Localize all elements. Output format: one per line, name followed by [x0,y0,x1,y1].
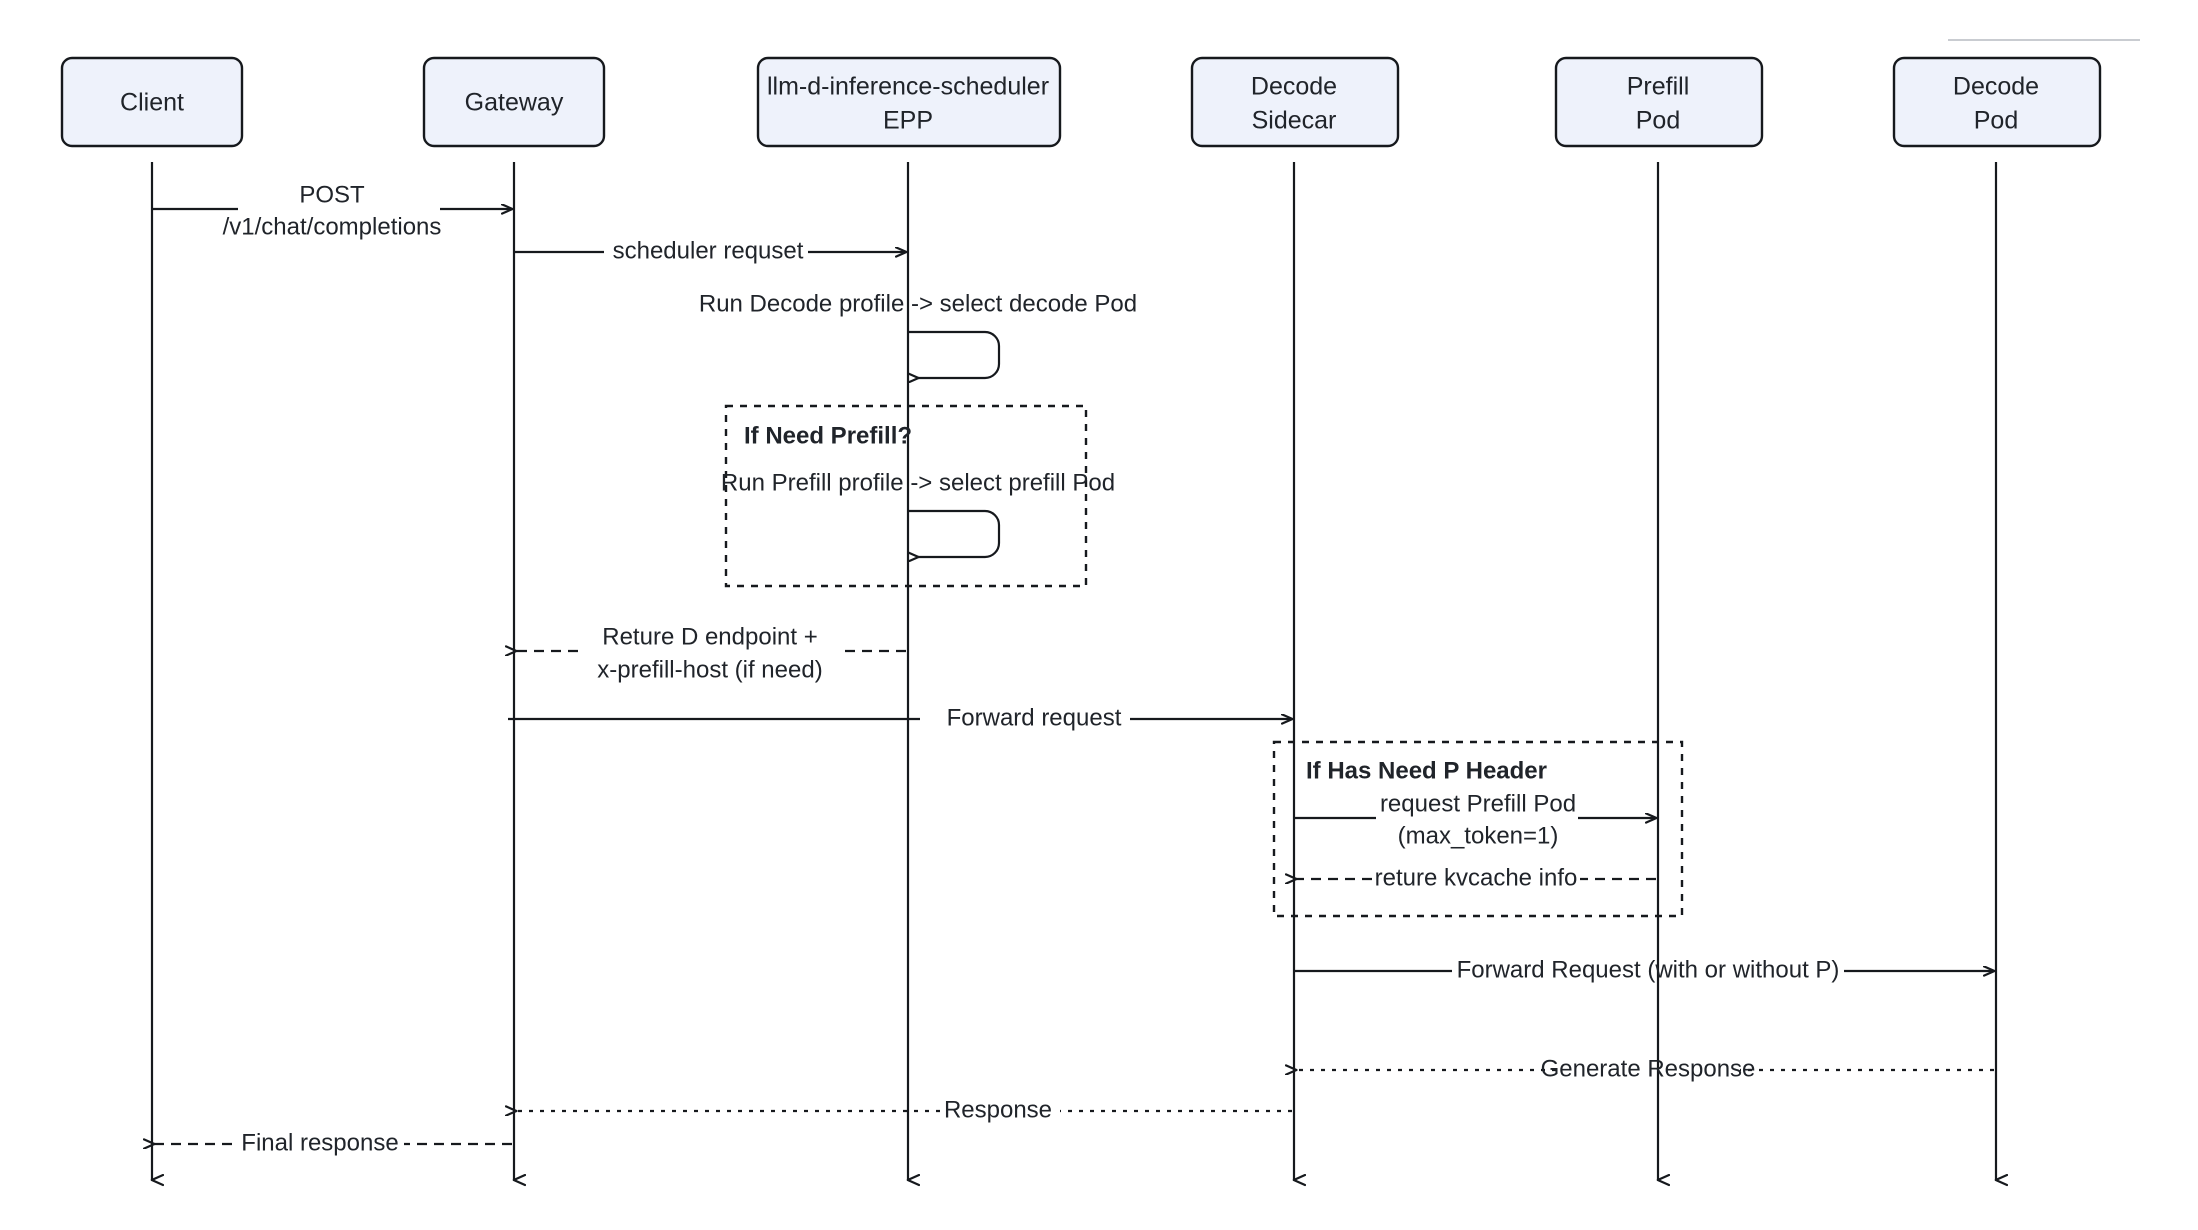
message-request-prefill-pod[interactable]: request Prefill Pod (max_token=1) [1294,790,1656,849]
actor-label-decode-sidecar-line2: Sidecar [1252,107,1337,135]
actor-gateway[interactable]: Gateway [422,56,606,148]
actor-label-gateway: Gateway [465,89,564,117]
message-label-post-line1: POST [299,181,365,208]
actor-decode-sidecar[interactable]: Decode Sidecar [1190,56,1400,148]
actor-label-prefill-pod-line1: Prefill [1627,73,1690,101]
fragment-title-if-has-need-p-header: If Has Need P Header [1306,757,1547,784]
message-self-loop-decode [908,330,1001,378]
actor-box-prefill-pod[interactable] [1554,56,1764,148]
message-label-forward-request-with-p: Forward Request (with or without P) [1457,956,1840,983]
fragment-if-need-prefill: If Need Prefill? Run Prefill profile -> … [721,404,1115,588]
actor-box-client[interactable] [60,56,244,148]
message-forward-request-with-p[interactable]: Forward Request (with or without P) [1294,956,1994,983]
message-label-request-prefill-pod-line2: (max_token=1) [1398,822,1559,849]
actor-label-decode-pod-line1: Decode [1953,73,2039,101]
actor-label-prefill-pod-line2: Pod [1636,107,1680,135]
message-return-kvcache-info[interactable]: reture kvcache info [1296,864,1656,891]
actor-box-decode-sidecar[interactable] [1190,56,1400,148]
actor-label-epp-line2: EPP [883,107,933,135]
fragment-if-has-need-p-header: If Has Need P Header request Prefill Pod… [1272,740,1684,918]
actor-box-epp[interactable] [756,56,1062,148]
actor-client[interactable]: Client [60,56,244,148]
message-post-chat-completions[interactable]: POST /v1/chat/completions [152,181,512,240]
message-label-return-d-endpoint-line2: x-prefill-host (if need) [597,656,822,683]
actor-label-client: Client [120,89,184,117]
actor-epp[interactable]: llm-d-inference-scheduler EPP [756,56,1062,148]
message-label-post-line2: /v1/chat/completions [223,213,442,240]
actor-box-gateway[interactable] [422,56,606,148]
message-generate-response[interactable]: Generate Response [1296,1055,1994,1082]
message-run-prefill-profile[interactable]: Run Prefill profile -> select prefill Po… [721,469,1115,557]
message-label-return-kvcache-info: reture kvcache info [1375,864,1578,891]
message-run-decode-profile[interactable]: Run Decode profile -> select decode Pod [699,290,1137,378]
fragment-box-if-need-prefill [724,404,1088,588]
message-label-return-d-endpoint-line1: Reture D endpoint + [602,623,817,650]
actor-label-epp-line1: llm-d-inference-scheduler [767,73,1049,101]
message-label-forward-request: Forward request [947,704,1122,731]
message-label-response: Response [944,1096,1052,1123]
message-label-run-prefill-profile: Run Prefill profile -> select prefill Po… [721,469,1115,496]
actor-label-decode-pod-line2: Pod [1974,107,2018,135]
fragment-title-if-need-prefill: If Need Prefill? [744,422,912,449]
message-label-final-response: Final response [241,1129,398,1156]
message-return-d-endpoint[interactable]: Reture D endpoint + x-prefill-host (if n… [516,623,906,683]
message-label-run-decode-profile: Run Decode profile -> select decode Pod [699,290,1137,317]
actor-decode-pod[interactable]: Decode Pod [1892,56,2102,148]
message-label-scheduler-request: scheduler requset [613,237,804,264]
actor-label-decode-sidecar-line1: Decode [1251,73,1337,101]
message-response[interactable]: Response [516,1096,1292,1123]
message-forward-request[interactable]: Forward request [508,704,1292,731]
message-label-request-prefill-pod-line1: request Prefill Pod [1380,790,1576,817]
message-self-loop-prefill [908,509,1001,557]
fragment-box-if-has-need-p-header [1272,740,1684,918]
actor-box-decode-pod[interactable] [1892,56,2102,148]
message-scheduler-request[interactable]: scheduler requset [514,237,906,264]
message-label-generate-response: Generate Response [1541,1055,1756,1082]
message-final-response[interactable]: Final response [154,1129,512,1156]
actor-prefill-pod[interactable]: Prefill Pod [1554,56,1764,148]
